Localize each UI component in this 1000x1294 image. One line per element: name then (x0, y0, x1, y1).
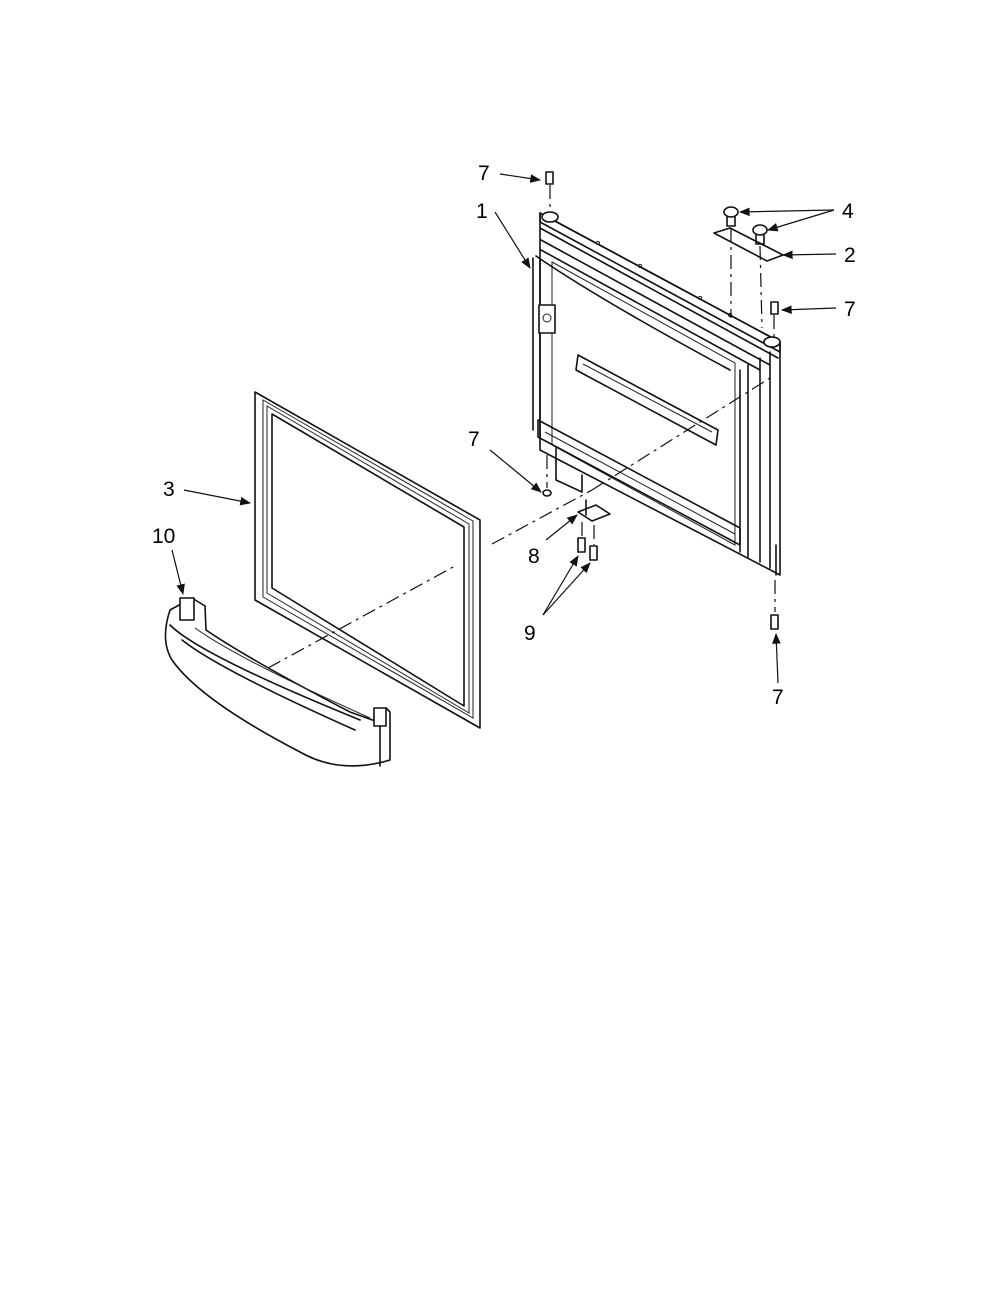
leader-lines (171, 173, 837, 684)
callout-3: 3 (163, 478, 175, 501)
callout-7-bottom: 7 (772, 686, 784, 709)
bracket-part-8 (577, 499, 611, 522)
alignment-lines (267, 377, 771, 669)
callout-10: 10 (152, 525, 175, 548)
callout-7-mid: 7 (468, 428, 480, 451)
callout-7-right: 7 (844, 298, 856, 321)
plate-part-2 (713, 227, 784, 262)
gasket-part-3 (254, 391, 481, 729)
callout-9: 9 (524, 622, 536, 645)
door-frame-part-1 (532, 211, 781, 576)
callout-1: 1 (476, 200, 488, 223)
callout-labels: 7 1 4 2 7 7 3 10 8 9 7 (152, 162, 856, 709)
screws-part-9 (577, 522, 598, 561)
screws-part-4 (723, 206, 768, 329)
callout-4: 4 (842, 200, 854, 223)
callout-7-top: 7 (478, 162, 490, 185)
callout-8: 8 (528, 545, 540, 568)
shelf-bin-part-10 (164, 597, 391, 767)
callout-2: 2 (844, 244, 856, 267)
screws-part-7 (542, 171, 779, 630)
